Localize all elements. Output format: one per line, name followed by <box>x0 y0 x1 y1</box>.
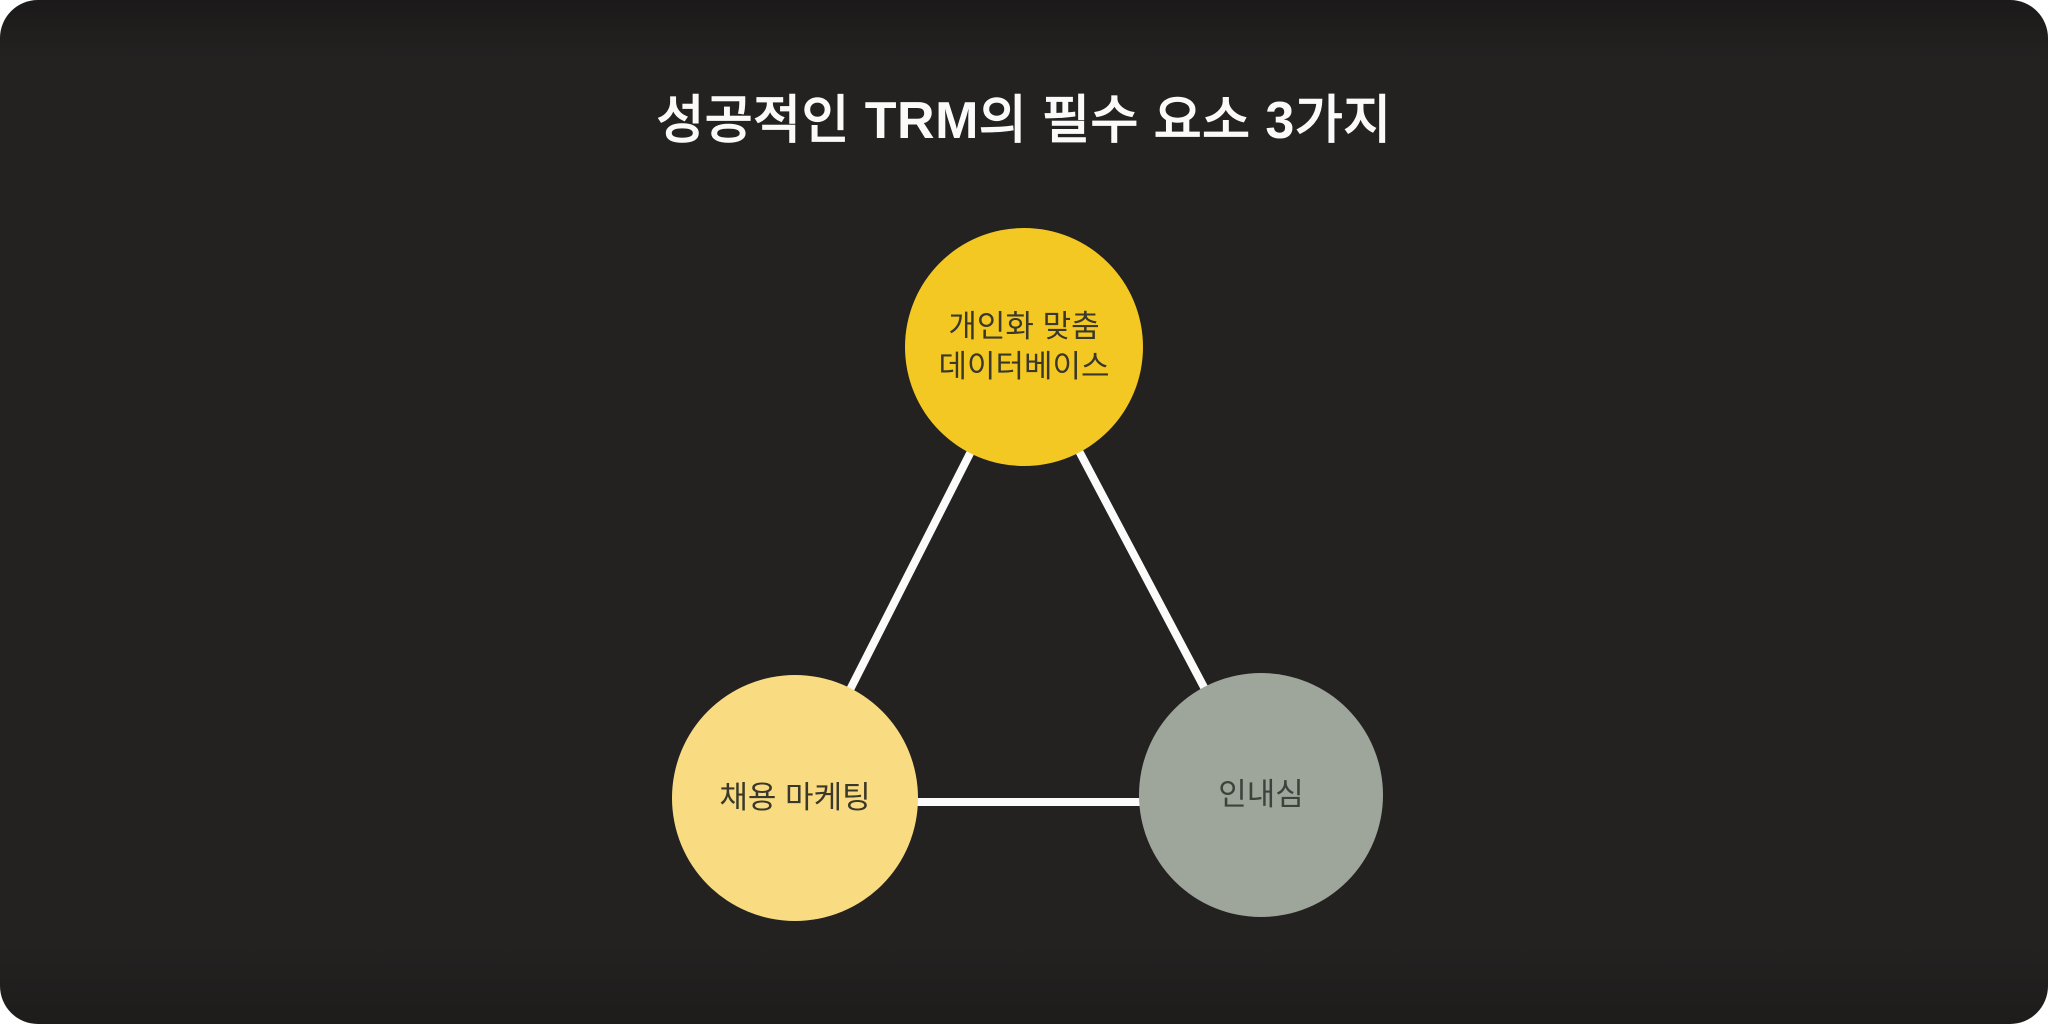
page-title: 성공적인 TRM의 필수 요소 3가지 <box>656 92 1392 150</box>
node-label: 인내심 <box>1218 777 1304 812</box>
node-recruitment-marketing: 채용 마케팅 <box>672 675 918 921</box>
node-label-line: 데이터베이스 <box>938 349 1110 384</box>
node-personalized-database: 개인화 맞춤 데이터베이스 <box>905 228 1143 466</box>
node-label: 채용 마케팅 <box>719 780 871 815</box>
node-label-line: 개인화 맞춤 <box>948 309 1100 344</box>
node-patience: 인내심 <box>1139 673 1383 917</box>
